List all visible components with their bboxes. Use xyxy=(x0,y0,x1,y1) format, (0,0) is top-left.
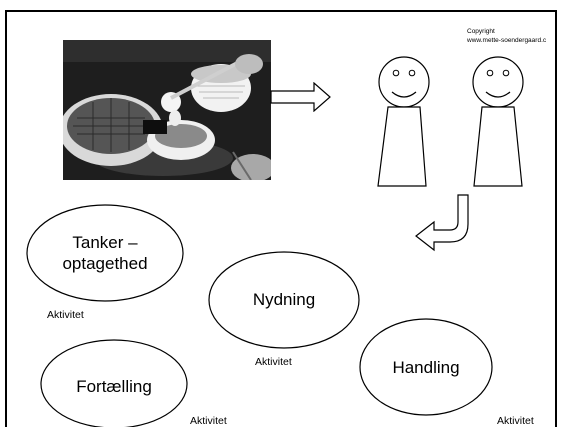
ellipse-fortaelling xyxy=(40,339,188,427)
uturn-arrow-icon xyxy=(415,194,469,252)
figures xyxy=(377,56,524,187)
ellipse-tanker xyxy=(26,204,184,302)
tanker-activity: Aktivitet xyxy=(47,309,84,321)
nydning-activity: Aktivitet xyxy=(255,356,292,368)
handling-label: Handling xyxy=(392,358,460,377)
nydning-label: Nydning xyxy=(252,290,316,309)
tanker-label-line-1: Tanker – xyxy=(72,233,138,252)
tanker-label: Tanker – optagethed xyxy=(27,232,183,274)
ellipse-nydning xyxy=(208,251,360,349)
right-arrow-icon xyxy=(270,82,331,112)
waffle-photo xyxy=(63,40,271,180)
copyright-line-1: Copyright xyxy=(467,28,495,35)
fortaelling-activity: Aktivitet xyxy=(190,415,227,427)
handling-activity: Aktivitet xyxy=(497,415,534,427)
slide-border xyxy=(5,10,557,427)
copyright-line-2: www.mette-soendergaard.c xyxy=(467,37,547,44)
figure-2-icon xyxy=(472,56,524,187)
fortaelling-label: Fortælling xyxy=(76,377,152,396)
ellipse-handling xyxy=(359,318,493,416)
tanker-label-line-2: optagethed xyxy=(62,254,148,273)
figure-1-icon xyxy=(377,56,430,187)
